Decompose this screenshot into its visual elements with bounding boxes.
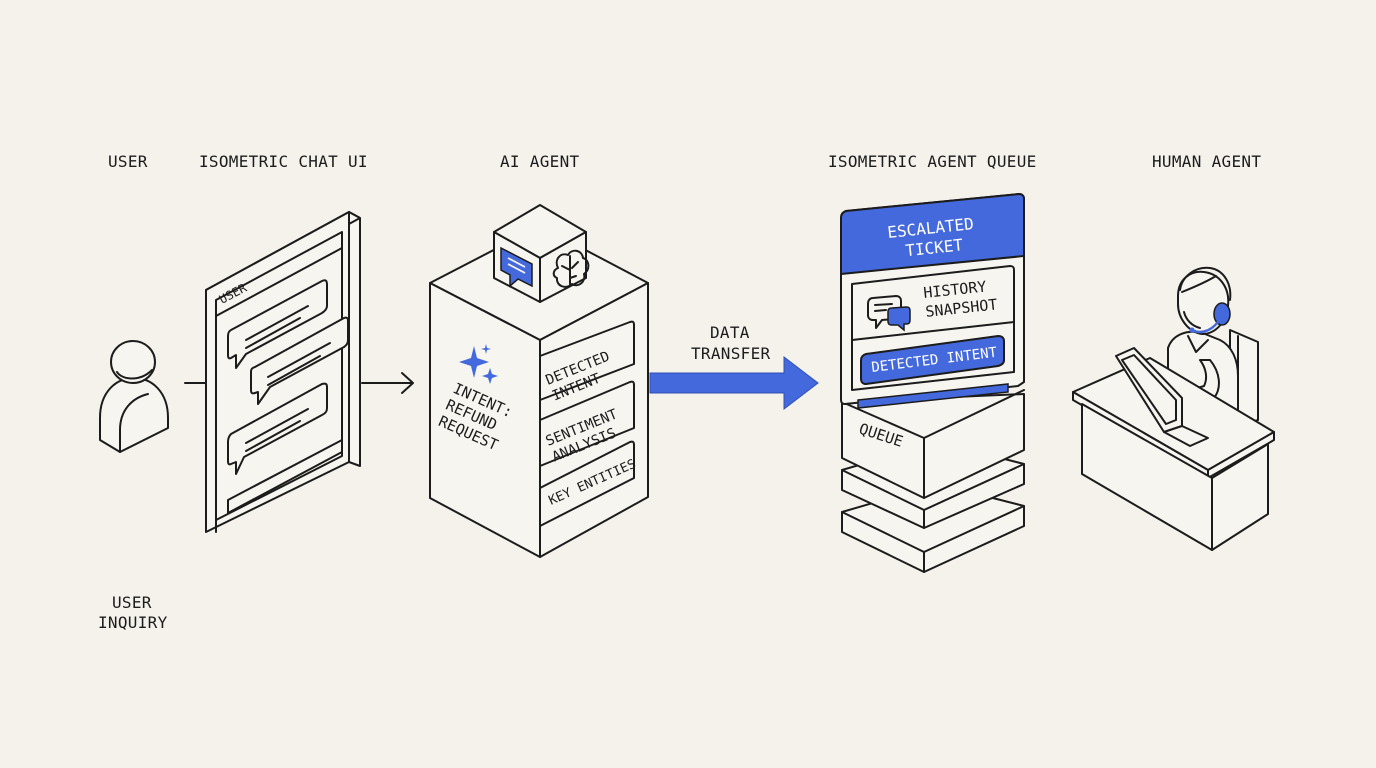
stage-label-user: USER: [108, 152, 148, 171]
user-inquiry-caption-1: USER: [112, 593, 152, 612]
chat-ui-panel: [205, 211, 361, 533]
laptop-icon: [1115, 347, 1209, 447]
brain-icon: [552, 249, 590, 288]
stage-label-agent-queue: ISOMETRIC AGENT QUEUE: [828, 152, 1037, 171]
sparkle-icon: [459, 344, 498, 384]
stage-label-ai-agent: AI AGENT: [500, 152, 580, 171]
stage-label-human-agent: HUMAN AGENT: [1152, 152, 1262, 171]
chat-bubble-icon: [500, 246, 533, 288]
user-inquiry-caption-2: INQUIRY: [98, 613, 168, 632]
arrow-right-icon: [361, 372, 414, 394]
data-transfer-caption-1: DATA: [710, 323, 750, 342]
data-transfer-arrow: [649, 355, 819, 411]
stage-label-chat-ui: ISOMETRIC CHAT UI: [199, 152, 368, 171]
history-chat-icon: [867, 295, 911, 332]
human-agent-figure: [1167, 270, 1259, 431]
headset-icon: [1179, 266, 1232, 334]
queue-stack: [840, 192, 1025, 573]
data-transfer-caption-2: TRANSFER: [691, 344, 771, 363]
user-icon: [99, 340, 169, 453]
